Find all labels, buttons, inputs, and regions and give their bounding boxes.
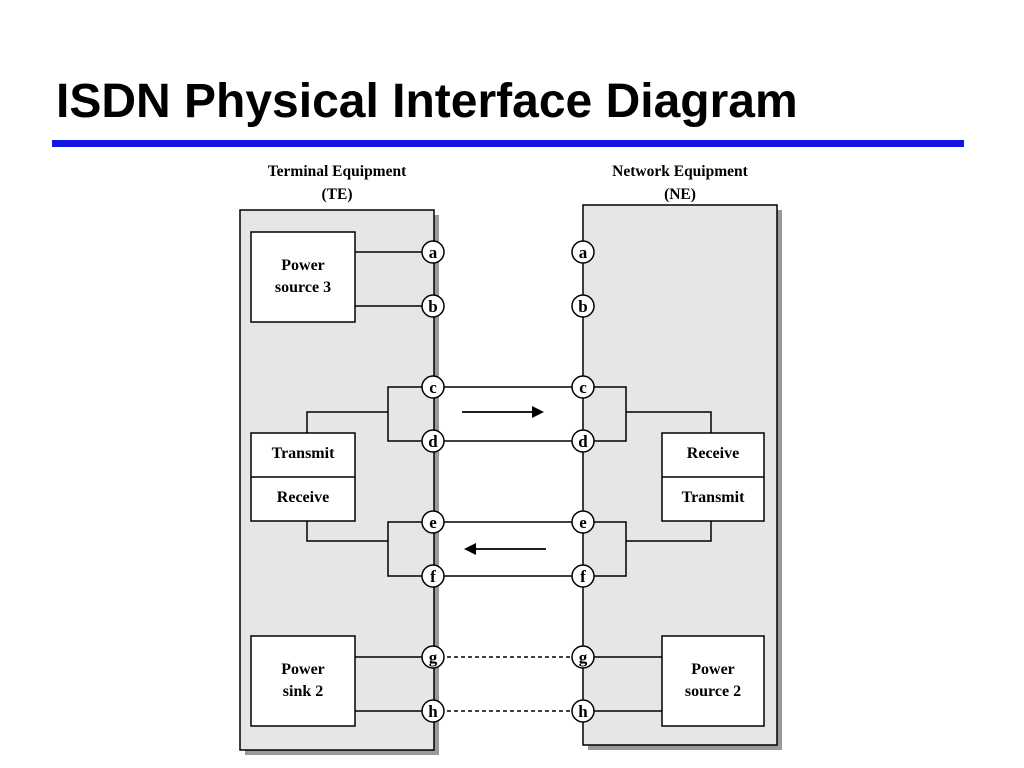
ne-pin-g: g — [571, 645, 595, 669]
te-pin-g-circle — [421, 645, 445, 669]
te-pin-c-label: c — [429, 378, 437, 397]
ne-power-source-2-box — [661, 635, 765, 727]
te-pin-a-label: a — [429, 243, 438, 262]
te-receive-label: Receive — [277, 489, 329, 506]
ne-transmit-label: Transmit — [682, 489, 745, 506]
te-power-source-3-box — [250, 231, 356, 323]
te-power-sink-2-line2: sink 2 — [283, 683, 323, 700]
te-pin-d: d — [421, 429, 445, 453]
ne-pin-f-circle — [571, 564, 595, 588]
te-wiring — [306, 251, 433, 712]
ne-pin-h-label: h — [578, 702, 588, 721]
ne-pin-b-label: b — [578, 297, 587, 316]
te-pin-h: h — [421, 699, 445, 723]
te-pin-g-label: g — [429, 648, 438, 667]
ne-pin-b-circle — [571, 294, 595, 318]
te-pin-b-circle — [421, 294, 445, 318]
ne-pin-f: f — [571, 564, 595, 588]
ne-pin-a-label: a — [579, 243, 588, 262]
te-pin-a-circle — [421, 240, 445, 264]
te-pin-g: g — [421, 645, 445, 669]
te-pin-c: c — [421, 375, 445, 399]
te-pin-e-label: e — [429, 513, 437, 532]
te-pin-f: f — [421, 564, 445, 588]
ne-pin-e-circle — [571, 510, 595, 534]
ne-pin-c-label: c — [579, 378, 587, 397]
title-rule — [52, 140, 964, 147]
ne-wiring — [583, 386, 712, 712]
ne-pin-g-label: g — [579, 648, 588, 667]
te-abbrev: (TE) — [322, 186, 353, 203]
ne-receive-label: Receive — [687, 445, 739, 462]
te-pin-e: e — [421, 510, 445, 534]
te-pin-f-label: f — [430, 567, 436, 586]
slide-title: ISDN Physical Interface Diagram — [56, 75, 798, 128]
ne-pin-e: e — [571, 510, 595, 534]
ne-pin-f-label: f — [580, 567, 586, 586]
ne-pin-h: h — [571, 699, 595, 723]
te-power-sink-2-line1: Power — [281, 661, 325, 678]
te-pin-d-label: d — [428, 432, 438, 451]
te-heading: Terminal Equipment — [268, 163, 407, 180]
te-pin-b-label: b — [428, 297, 437, 316]
ne-abbrev: (NE) — [664, 186, 696, 203]
te-power-source-3-line1: Power — [281, 257, 325, 274]
ne-pin-d-label: d — [578, 432, 588, 451]
te-power-sink-2-box — [250, 635, 356, 727]
ne-pin-h-circle — [571, 699, 595, 723]
ne-pin-a: a — [571, 240, 595, 264]
arrow-right-icon — [462, 406, 544, 418]
ne-pin-c: c — [571, 375, 595, 399]
ne-pin-b: b — [571, 294, 595, 318]
ne-pin-d-circle — [571, 429, 595, 453]
te-pin-c-circle — [421, 375, 445, 399]
te-pin-h-label: h — [428, 702, 438, 721]
te-transmit-label: Transmit — [272, 445, 335, 462]
te-pin-f-circle — [421, 564, 445, 588]
ne-pin-e-label: e — [579, 513, 587, 532]
ne-heading: Network Equipment — [612, 163, 748, 180]
te-pin-b: b — [421, 294, 445, 318]
ne-pin-d: d — [571, 429, 595, 453]
te-pin-h-circle — [421, 699, 445, 723]
arrow-left-icon — [464, 543, 546, 555]
te-pin-a: a — [421, 240, 445, 264]
pins: a a b b c c d d e e f f g g h h — [421, 240, 595, 723]
te-pin-e-circle — [421, 510, 445, 534]
ne-power-source-2-line2: source 2 — [685, 683, 741, 700]
ne-power-source-2-line1: Power — [691, 661, 735, 678]
connection-lines — [433, 386, 583, 712]
ne-pin-a-circle — [571, 240, 595, 264]
ne-pin-g-circle — [571, 645, 595, 669]
te-pin-d-circle — [421, 429, 445, 453]
ne-pin-c-circle — [571, 375, 595, 399]
te-power-source-3-line2: source 3 — [275, 279, 331, 296]
